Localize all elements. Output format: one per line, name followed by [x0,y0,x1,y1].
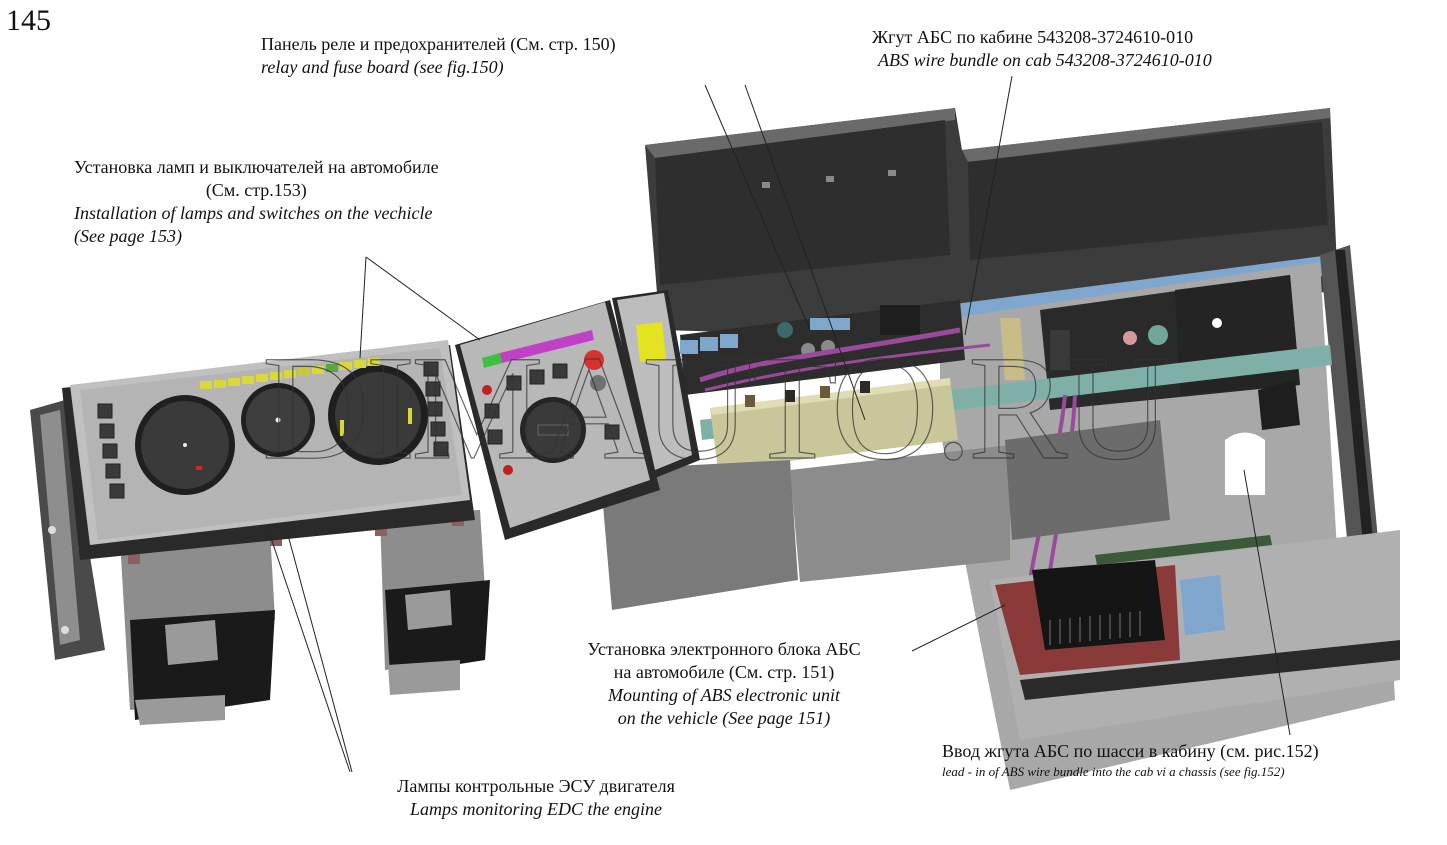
callout-abs-chassis-leadin: Ввод жгута АБС по шасси в кабину (см. ри… [942,740,1319,780]
callout-edc-lamps: Лампы контрольные ЭСУ двигателя Lamps mo… [360,775,712,821]
yellow-switch-block [636,322,666,362]
callout-abs-unit-ru-2: на автомобиле (См. стр. 151) [613,662,835,682]
page-number: 145 [6,4,51,37]
callout-abs-cab-harness-en: ABS wire bundle on cab 543208-3724610-01… [878,50,1212,70]
lower-console [600,420,1170,610]
left-end-bracket [30,400,105,660]
center-control-panel [455,300,660,540]
callout-relay-board: Панель реле и предохранителей (См. стр. … [261,33,616,79]
magenta-indicator [500,330,594,363]
callout-edc-lamps-ru: Лампы контрольные ЭСУ двигателя [397,776,675,796]
abs-electronic-unit [990,530,1400,740]
callout-lamps-switches-ru-2: (См. стр.153) [205,180,307,200]
instrument-cluster [62,340,475,560]
relay-fuse-board [680,300,991,395]
callout-abs-cab-harness: Жгут АБС по кабине 543208-3724610-010 AB… [872,26,1212,72]
right-knee-support [375,510,490,695]
callout-lamps-switches-ru-1: Установка ламп и выключателей на автомоб… [74,157,439,177]
callout-abs-unit-en-1: Mounting of ABS electronic unit [608,685,840,705]
switch-panel [612,290,700,480]
fuse-block [710,378,958,470]
red-button [584,350,604,370]
callout-lamps-switches: Установка ламп и выключателей на автомоб… [74,156,439,248]
callout-abs-chassis-leadin-ru: Ввод жгута АБС по шасси в кабину (см. ри… [942,741,1319,761]
callout-lamps-switches-en-1: Installation of lamps and switches on th… [74,203,433,223]
callout-abs-unit: Установка электронного блока АБС на авто… [548,638,900,730]
callout-edc-lamps-en: Lamps monitoring EDC the engine [410,799,662,819]
callout-abs-cab-harness-ru: Жгут АБС по кабине 543208-3724610-010 [872,27,1194,47]
callout-abs-unit-en-2: on the vehicle (See page 151) [617,708,831,728]
callout-relay-board-en: relay and fuse board (see fig.150) [261,57,504,77]
warning-lamp-row [200,358,380,389]
callout-lamps-switches-en-2: (See page 153) [74,226,182,246]
left-knee-support [120,530,282,725]
green-indicator [482,353,502,368]
callout-abs-chassis-leadin-en: lead - in of ABS wire bundle into the ca… [942,764,1285,779]
callout-relay-board-ru: Панель реле и предохранителей (См. стр. … [261,34,616,54]
callout-abs-unit-ru-1: Установка электронного блока АБС [587,639,861,659]
watermark: DIMAUTO.RU [262,325,1169,491]
leader-lines [269,75,1291,773]
